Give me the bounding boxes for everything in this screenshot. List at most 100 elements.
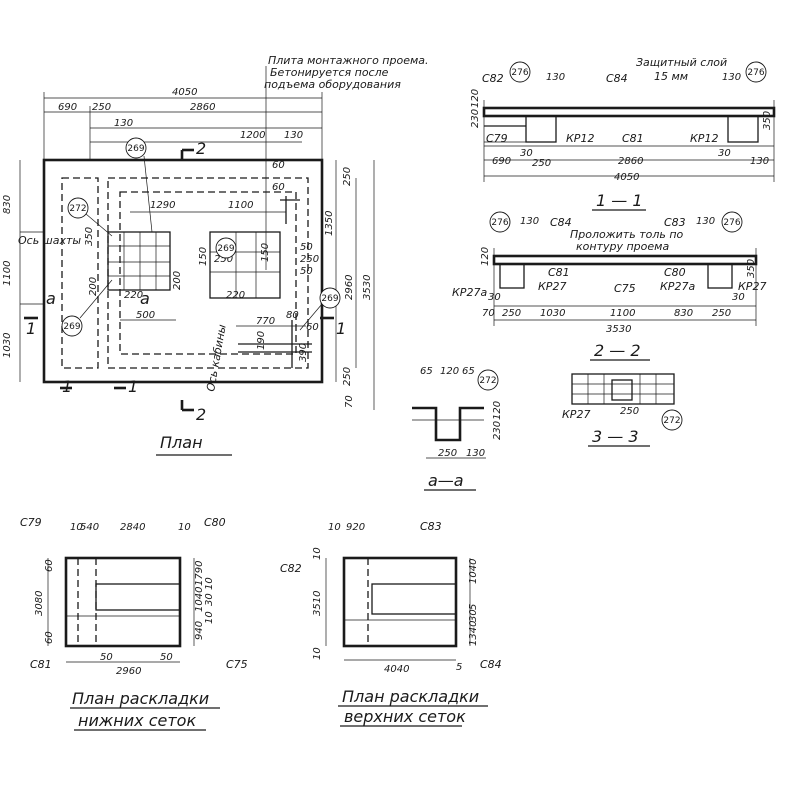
plan-dim-220a: 220	[124, 290, 143, 301]
s11-dim-2860: 2860	[618, 156, 643, 167]
svg-text:272: 272	[479, 376, 496, 386]
lower-dim-30: 30	[204, 593, 215, 606]
plan-dim-500: 500	[136, 310, 155, 321]
s22-dim-130b: 130	[696, 216, 715, 227]
upper-nets-opening	[371, 583, 457, 615]
s22-label-c84: С84	[550, 216, 572, 229]
plan-dim-total-width: 4050	[172, 87, 197, 98]
lower-dim-940: 940	[194, 621, 205, 640]
s11-label-c84: С84	[606, 72, 628, 85]
sa-dim-130: 130	[466, 448, 485, 459]
lower-dim-50b: 50	[160, 652, 173, 663]
s11-dim-130b: 130	[722, 72, 741, 83]
cut-mark-3-left: 1	[62, 377, 72, 396]
section-1-1: С82 С84 С79 КР12 С81 КР12 Защитный слой …	[470, 56, 776, 211]
s22-dim-120: 120	[480, 247, 491, 266]
leader-269c	[79, 279, 113, 319]
s22-label-c81: С81	[548, 266, 570, 279]
plan-dim-70: 70	[344, 395, 355, 408]
s11-dim-130a: 130	[546, 72, 565, 83]
s11-label-kr12a: КР12	[566, 132, 594, 145]
plan-dim-1100: 1100	[2, 261, 13, 286]
plan-title: План	[160, 433, 203, 452]
plan-dim-1200: 1200	[240, 130, 265, 141]
upper-label-c84: С84	[480, 658, 502, 671]
lower-nets-title-line2: нижних сеток	[78, 711, 196, 730]
upper-nets-title-line1: План раскладки	[342, 687, 479, 706]
s11-bubble-276a: 276	[509, 61, 531, 83]
s22-label-c83: С83	[664, 216, 686, 229]
svg-text:276: 276	[511, 68, 528, 78]
upper-nets-plan: С83 С82 С84 10 920 3510 10 1040 5 30 134…	[280, 520, 502, 727]
plan-dimensions	[19, 92, 375, 410]
s11-bubble-276b: 276	[745, 61, 767, 83]
plan-inner-dashed-zone	[119, 191, 297, 355]
sa-bubble-272: 272	[477, 369, 499, 391]
s22-dim-250b: 250	[712, 308, 731, 319]
plan-dim-220b: 220	[226, 290, 245, 301]
svg-text:276: 276	[723, 218, 740, 228]
s22-label-kr27-left: КР27	[538, 280, 566, 293]
upper-dim-1040: 1040	[468, 559, 479, 584]
upper-dim-10a: 10	[328, 522, 341, 533]
s11-dim-350: 350	[762, 111, 773, 130]
plan-dim-150: 150	[198, 247, 209, 266]
lower-nets-opening	[95, 583, 181, 611]
s22-dim-70: 70	[482, 308, 495, 319]
s11-left-beam	[525, 115, 557, 143]
s11-dim-690: 690	[492, 156, 511, 167]
s33-bubble-272: 272	[661, 409, 683, 431]
protective-layer-label: Защитный слой	[636, 56, 727, 69]
cut-mark-a-right: а	[140, 289, 150, 308]
lower-dim-2840: 2840	[120, 522, 145, 533]
svg-text:272: 272	[69, 204, 86, 214]
upper-dim-10b: 10	[312, 547, 323, 560]
s22-dim-3530: 3530	[606, 324, 631, 335]
section-a-a: 65 120 65 230 120 250 130 272 а—а	[412, 366, 503, 491]
plan-bubble-269d: 269	[319, 287, 341, 309]
svg-text:276: 276	[491, 218, 508, 228]
plan-dim-1030: 1030	[2, 333, 13, 358]
lower-dim-50a: 50	[100, 652, 113, 663]
leader-269d	[299, 303, 323, 331]
s22-bubble-276a: 276	[489, 211, 511, 233]
svg-text:269: 269	[217, 244, 234, 254]
foil-note-line1: Проложить толь по	[570, 228, 684, 241]
protective-layer-value: 15 мм	[654, 70, 688, 83]
plan-dim-130b: 130	[284, 130, 303, 141]
plan-dim-770: 770	[256, 316, 275, 327]
section-1-1-title: 1 — 1	[596, 191, 643, 210]
cut-mark-1-right: 1	[336, 319, 346, 338]
cut-mark-a-left: а	[46, 289, 56, 308]
s22-slab-top	[492, 254, 758, 266]
lower-dim-60b: 60	[44, 631, 55, 644]
lower-label-c80: С80	[204, 516, 226, 529]
plate-note-line2: Бетонируется после	[270, 66, 389, 79]
section-a-a-title: а—а	[428, 471, 464, 490]
lower-dim-10a: 10	[70, 522, 83, 533]
plan-dim-190: 190	[256, 331, 267, 350]
plan-dim-690: 690	[58, 102, 77, 113]
plan-cut-markers	[24, 148, 334, 412]
plan-dim-150b: 150	[260, 243, 271, 262]
plan-dim-130a: 130	[114, 118, 133, 129]
upper-dim-5a: 5	[468, 604, 479, 610]
s22-label-c80: С80	[664, 266, 686, 279]
lower-dim-10d: 10	[204, 611, 215, 624]
lower-dim-3080: 3080	[34, 591, 45, 616]
lower-nets-plan: С79 С80 С81 С75 10 540 2840 10 3080 60 1…	[20, 516, 248, 731]
cut-mark-3-right: 1	[128, 377, 138, 396]
sa-dim-120b: 120	[492, 401, 503, 420]
s11-dim-250: 250	[532, 158, 551, 169]
plan-dim-60b: 60	[272, 182, 285, 193]
s11-dim-4050: 4050	[614, 172, 639, 183]
upper-dim-4040: 4040	[384, 664, 409, 675]
plan-dim-830: 830	[2, 195, 13, 214]
plan-dim-1350: 1350	[324, 211, 335, 236]
upper-dim-10c: 10	[312, 647, 323, 660]
s22-dim-130a: 130	[520, 216, 539, 227]
lower-label-c75: С75	[226, 658, 248, 671]
s11-dim-30b: 30	[718, 148, 731, 159]
plan-dim-50b: 50	[300, 266, 313, 277]
